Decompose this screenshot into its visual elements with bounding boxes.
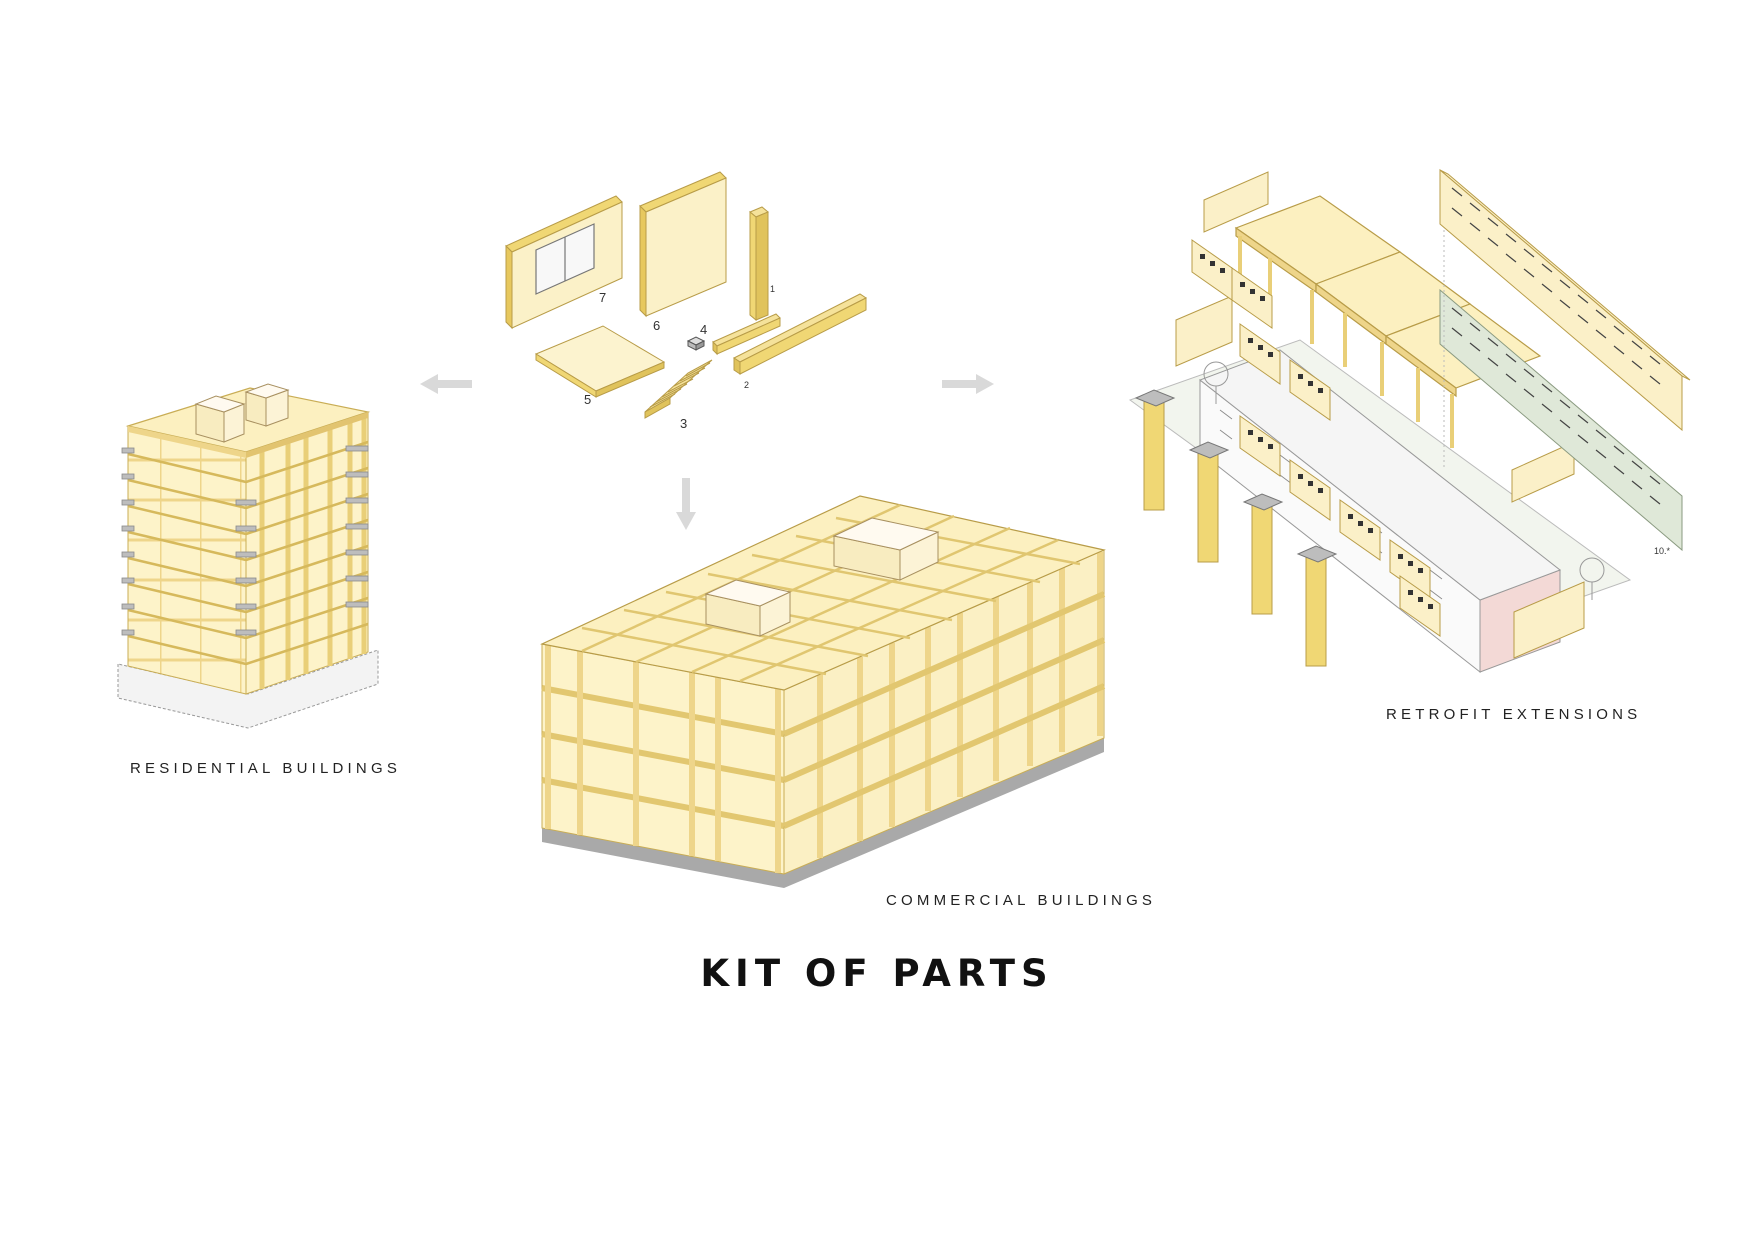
part-3-stair — [644, 359, 713, 419]
part-number-3: 3 — [680, 416, 687, 431]
retrofit-extensions-label: RETROFIT EXTENSIONS — [1386, 706, 1642, 723]
part-6-solid-wall-panel — [639, 171, 727, 318]
part-number-6: 6 — [653, 318, 660, 333]
residential-building-drawing — [117, 383, 379, 729]
part-number-7: 7 — [599, 290, 606, 305]
part-1-column — [749, 206, 769, 322]
retrofit-annotation: 10.* — [1654, 546, 1671, 556]
arrow-left-icon — [420, 374, 472, 394]
retrofit-extensions-drawing — [1128, 168, 1691, 674]
arrow-right-icon — [942, 374, 994, 394]
part-7-window-wall-panel — [505, 195, 623, 330]
part-number-2: 2 — [744, 380, 749, 390]
part-4-connector — [686, 336, 706, 351]
arrow-down-icon — [676, 478, 696, 530]
kit-of-parts-components — [505, 171, 867, 419]
part-number-1: 1 — [770, 284, 775, 294]
part-number-5: 5 — [584, 392, 591, 407]
part-2-beams — [712, 293, 867, 375]
part-number-4: 4 — [700, 322, 707, 337]
commercial-buildings-label: COMMERCIAL BUILDINGS — [886, 892, 1157, 909]
page-title: KIT OF PARTS — [700, 952, 1054, 995]
commercial-building-drawing — [540, 495, 1106, 888]
part-5-floor-slab — [534, 325, 666, 398]
residential-buildings-label: RESIDENTIAL BUILDINGS — [130, 760, 402, 777]
